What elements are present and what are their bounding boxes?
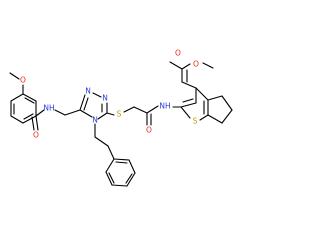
methoxy-oxygen-label: O bbox=[20, 76, 26, 85]
benzamide-nh-label: NH bbox=[43, 104, 54, 113]
bond bbox=[207, 95, 223, 101]
molecule-structure: O O O NH O N N N S O NH bbox=[9, 49, 233, 187]
atom-symbol: N bbox=[85, 87, 91, 96]
bond bbox=[207, 114, 223, 124]
bond bbox=[83, 97, 89, 111]
atom-symbol: O bbox=[146, 126, 152, 135]
bond bbox=[180, 102, 197, 108]
thiophene-sulfur-label: S bbox=[193, 117, 198, 126]
benzamide-oxygen-label: O bbox=[33, 131, 39, 140]
bond bbox=[35, 115, 39, 131]
bond bbox=[123, 106, 135, 113]
bond bbox=[35, 109, 45, 117]
atom-symbol: NH bbox=[43, 104, 54, 113]
bond bbox=[108, 172, 115, 184]
bond bbox=[169, 61, 183, 70]
atom-symbol: S bbox=[193, 117, 198, 126]
bond bbox=[180, 106, 191, 119]
bond bbox=[22, 115, 37, 124]
bonds bbox=[9, 61, 233, 187]
bond bbox=[133, 106, 148, 114]
bond bbox=[10, 115, 24, 124]
bond bbox=[182, 98, 194, 103]
atom-symbol: O bbox=[193, 60, 199, 69]
bond bbox=[97, 112, 108, 120]
thioether-sulfur-label: S bbox=[117, 110, 122, 119]
ester-carbonyl-oxygen-label: O bbox=[175, 49, 181, 58]
bond bbox=[199, 114, 209, 121]
atom-symbol: O bbox=[20, 76, 26, 85]
bond bbox=[202, 62, 214, 69]
atom-symbol: O bbox=[175, 49, 181, 58]
bond bbox=[111, 184, 128, 187]
structure-canvas: O O O NH O N N N S O NH bbox=[9, 48, 233, 187]
acetamide-oxygen-label: O bbox=[146, 126, 152, 135]
bond bbox=[195, 87, 209, 101]
bond bbox=[64, 109, 81, 116]
bond bbox=[113, 158, 130, 161]
bond bbox=[126, 172, 136, 187]
bond bbox=[221, 109, 233, 124]
bond bbox=[23, 113, 34, 120]
atom-symbol: NH bbox=[159, 102, 170, 111]
bond bbox=[79, 109, 93, 118]
bond bbox=[92, 92, 102, 98]
bond bbox=[181, 81, 197, 89]
ester-oxygen-label: O bbox=[193, 60, 199, 69]
triazole-n1-label: N bbox=[85, 87, 91, 96]
atom-symbol: O bbox=[33, 131, 39, 140]
atom-symbol: N bbox=[92, 116, 98, 125]
bond bbox=[115, 161, 128, 164]
atom-symbol: S bbox=[117, 110, 122, 119]
bond bbox=[22, 93, 37, 102]
atom-symbol: N bbox=[102, 94, 108, 103]
bond bbox=[105, 171, 113, 186]
bond bbox=[31, 116, 35, 131]
bond bbox=[106, 112, 115, 116]
triazole-n2-label: N bbox=[102, 94, 108, 103]
bond bbox=[125, 173, 133, 184]
bond bbox=[128, 159, 136, 174]
bond bbox=[107, 145, 115, 160]
bond bbox=[146, 105, 159, 114]
bond bbox=[9, 72, 20, 80]
bond bbox=[10, 93, 24, 102]
bond bbox=[24, 97, 35, 104]
bond bbox=[105, 158, 115, 173]
bond bbox=[221, 95, 233, 111]
acetamide-nh-label: NH bbox=[159, 102, 170, 111]
bond bbox=[181, 63, 191, 70]
bond bbox=[79, 94, 86, 111]
atom-labels: O O O NH O N N N S O NH bbox=[20, 49, 199, 140]
bond bbox=[94, 136, 109, 147]
triazole-n4-label: N bbox=[92, 116, 98, 125]
bond bbox=[54, 109, 66, 116]
